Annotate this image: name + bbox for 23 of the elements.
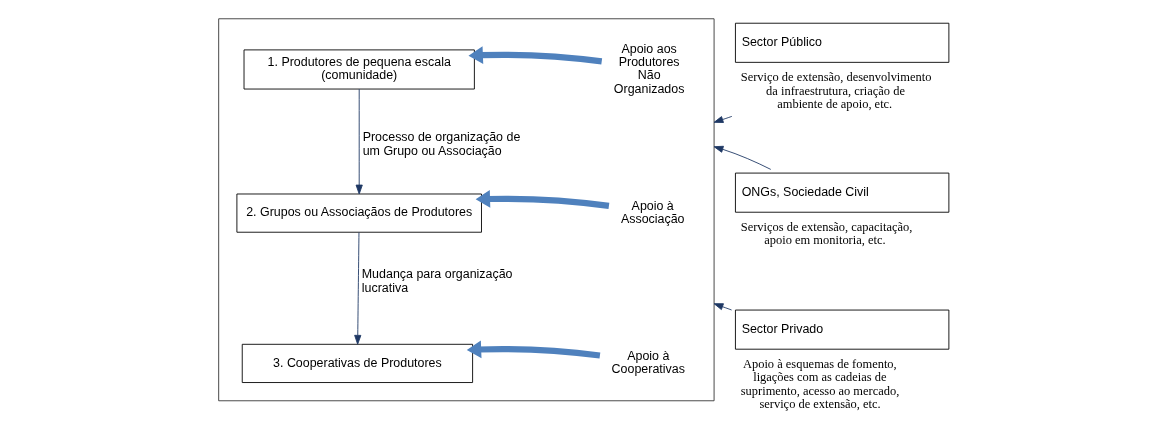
node-label: Serviço de extensão, desenvolvimento da infraestrutura, criação de ambiente de apoio, etc. xyxy=(740,70,932,111)
cluster xyxy=(218,18,715,402)
node-box: 3. Cooperativas de Produtores xyxy=(241,343,474,383)
arrow xyxy=(354,232,362,345)
node-box: 1. Produtores de pequena escala (comunidade) xyxy=(243,49,475,90)
arrow xyxy=(713,115,733,123)
node-text: Apoio à Cooperativas xyxy=(611,349,685,377)
node-box: Sector Público xyxy=(734,22,950,63)
arrow xyxy=(713,145,772,170)
edge-label: Processo de organização de um Grupo ou Associação xyxy=(362,130,521,158)
node-box: 2. Grupos ou Associaçãos de Produtores xyxy=(236,193,482,233)
arrow xyxy=(713,303,733,311)
node-text: Apoio aos Produtores Não Organizados xyxy=(613,41,685,96)
node-label: Serviços de extensão, capacitação, apoio em monitoria, etc. xyxy=(740,220,913,248)
arrow xyxy=(355,88,363,195)
node-box: Sector Privado xyxy=(734,309,950,350)
node-box: ONGs, Sociedade Civil xyxy=(734,172,950,213)
edge-label: Mudança para organização lucrativa xyxy=(361,267,513,295)
node-label: Apoio à esquemas de fomento, ligações com as cadeias de suprimento, acesso ao mercado, serviço de extensão, etc. xyxy=(740,357,900,412)
node-text: Apoio à Associação xyxy=(620,198,685,227)
arrow xyxy=(468,46,603,65)
arrow xyxy=(475,190,610,209)
arrow xyxy=(466,340,601,359)
